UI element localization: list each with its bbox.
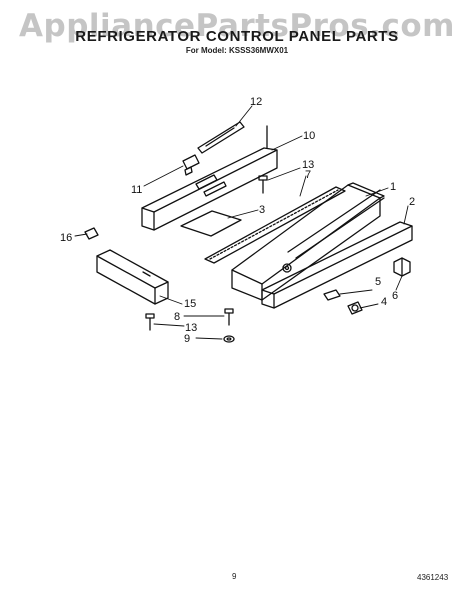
part-2-front-overlay bbox=[261, 221, 413, 309]
callout-5: 5 bbox=[375, 276, 381, 288]
callout-15: 15 bbox=[184, 298, 196, 310]
callout-10: 10 bbox=[303, 130, 315, 142]
page-number: 9 bbox=[232, 572, 237, 581]
part-12-pin bbox=[197, 121, 245, 154]
callout-8: 8 bbox=[174, 311, 180, 323]
part-9-washer bbox=[223, 335, 235, 343]
diagram-title: REFRIGERATOR CONTROL PANEL PARTS bbox=[75, 28, 399, 45]
part-13-screw-lower bbox=[145, 313, 155, 331]
callout-13-lower: 13 bbox=[185, 322, 197, 334]
callout-7: 7 bbox=[305, 169, 311, 181]
callout-1: 1 bbox=[390, 181, 396, 193]
callout-9: 9 bbox=[184, 333, 190, 345]
callout-16: 16 bbox=[60, 232, 72, 244]
part-13-screw-upper bbox=[258, 175, 268, 194]
part-15-lower-bracket bbox=[96, 249, 169, 305]
part-8-screw bbox=[224, 308, 234, 326]
callout-labels: 12 10 11 13 7 3 1 2 16 5 4 6 15 8 13 9 bbox=[60, 96, 415, 345]
part-6-knob bbox=[393, 257, 411, 277]
callout-13-upper: 13 bbox=[302, 159, 314, 171]
callout-11: 11 bbox=[131, 184, 142, 196]
watermark-text: AppliancePartsPros.com bbox=[19, 8, 455, 44]
part-4-5-button-assembly bbox=[323, 289, 363, 315]
callout-4: 4 bbox=[381, 296, 387, 308]
model-subtitle: For Model: KSSS36MWX01 bbox=[185, 46, 289, 55]
part-3-label-plate bbox=[180, 210, 242, 237]
callout-2: 2 bbox=[409, 196, 415, 208]
document-number: 4361243 bbox=[417, 573, 449, 582]
callout-leaders bbox=[74, 105, 409, 340]
part-16-clip bbox=[84, 227, 99, 240]
callout-12: 12 bbox=[250, 96, 262, 108]
part-11-clip bbox=[182, 154, 200, 176]
part-7-trim-strip bbox=[204, 186, 346, 264]
callout-6: 6 bbox=[392, 290, 398, 302]
part-10-bracket bbox=[141, 125, 278, 231]
callout-3: 3 bbox=[259, 204, 265, 216]
